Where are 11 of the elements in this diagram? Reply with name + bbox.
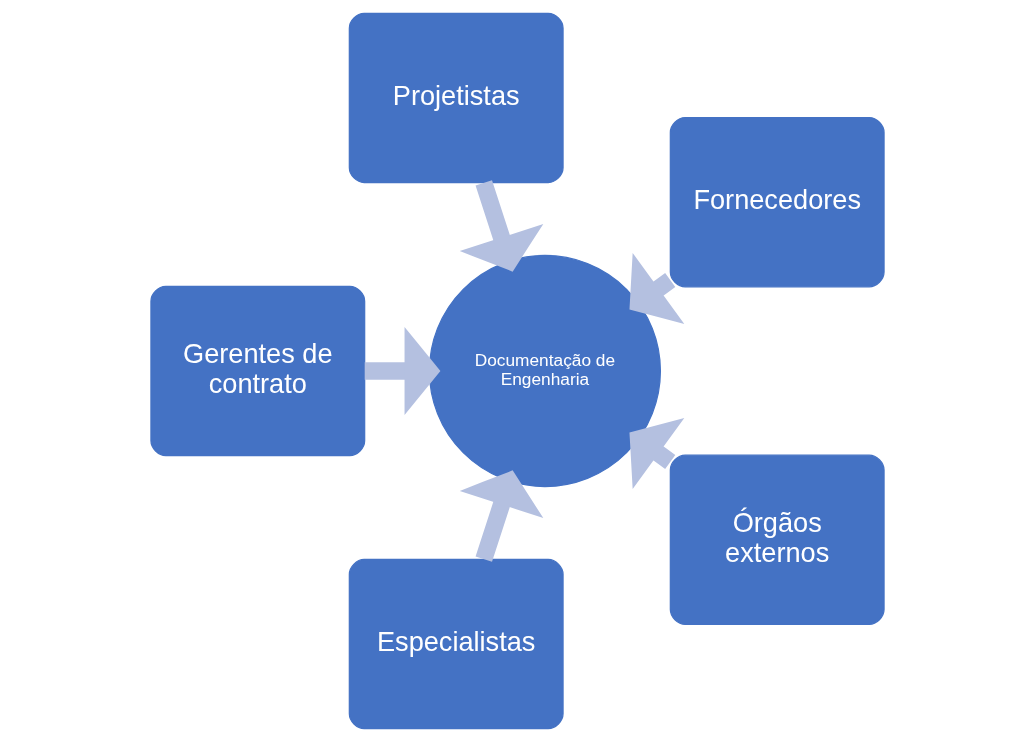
node-box: Órgãos externos: [669, 454, 885, 625]
arrow: [459, 470, 544, 562]
arrow: [629, 252, 685, 325]
node-box: Gerentes de contrato: [150, 285, 366, 457]
node-circle: Documentação de Engenharia: [428, 254, 662, 488]
node-box: Fornecedores: [669, 117, 885, 288]
node-box: Projetistas: [348, 12, 564, 184]
arrow: [459, 180, 544, 272]
node-box: Especialistas: [348, 558, 564, 730]
arrow: [364, 327, 441, 415]
arrow: [629, 417, 685, 490]
